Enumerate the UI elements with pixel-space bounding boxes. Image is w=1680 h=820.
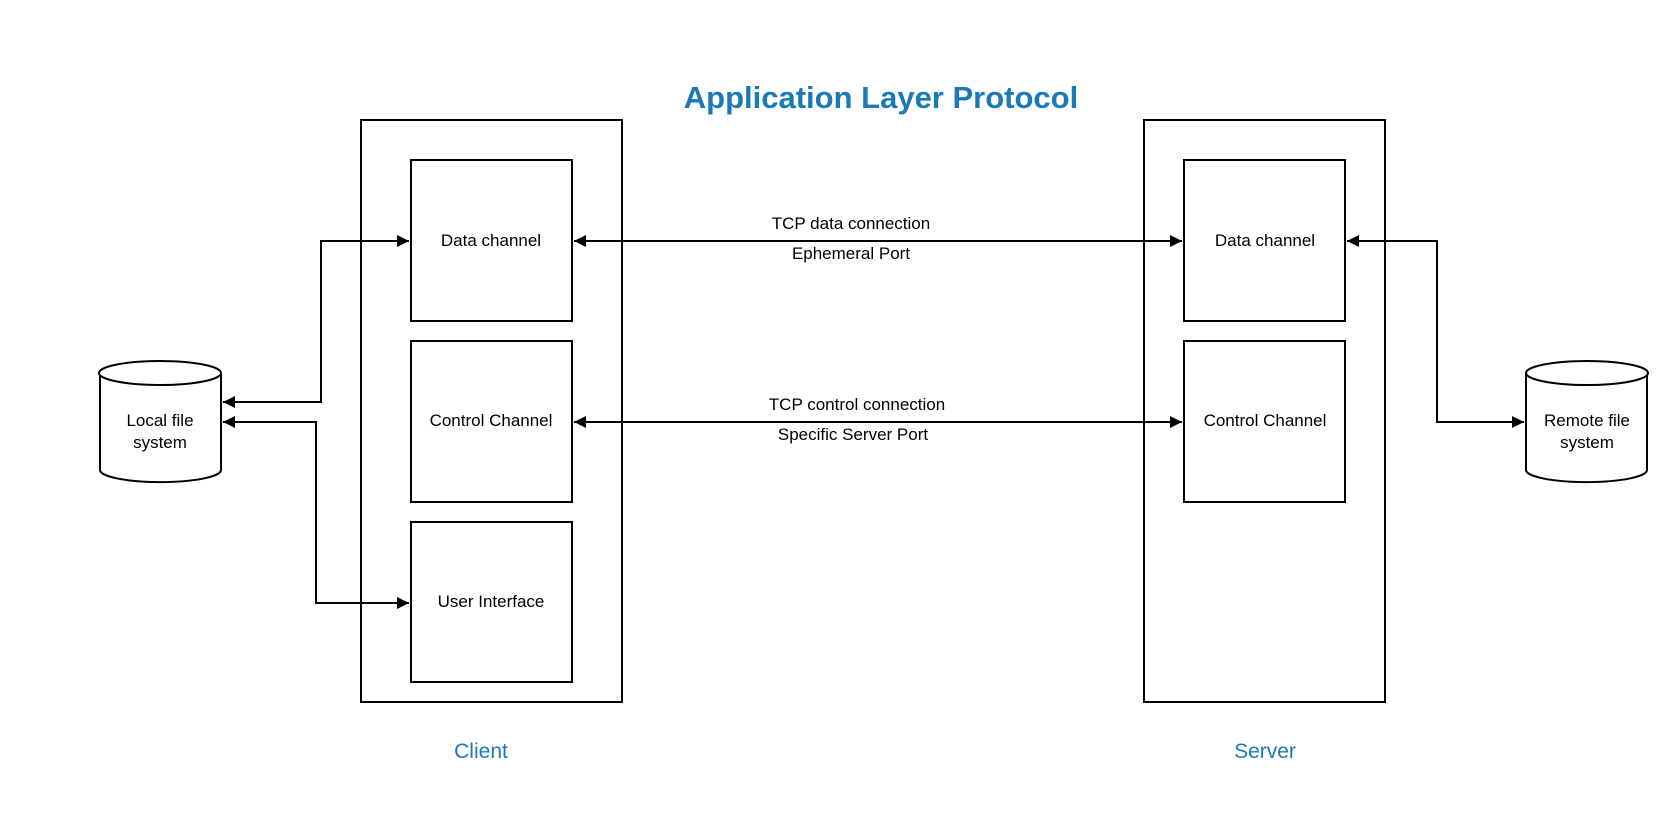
remote-file-system-cylinder: Remote file system <box>1525 360 1649 484</box>
local-file-system-label-line1: Local file <box>126 411 193 430</box>
client-control-channel-label: Control Channel <box>430 411 553 430</box>
server-data-channel-label: Data channel <box>1215 231 1315 250</box>
local-file-system-cylinder: Local file system <box>98 360 222 484</box>
tcp-data-connection-label: TCP data connection <box>772 214 930 233</box>
client-group-label: Client <box>454 740 508 763</box>
server-control-channel-box <box>1183 340 1346 503</box>
remote-file-system-label-line1: Remote file <box>1544 411 1630 430</box>
client-data-channel-label: Data channel <box>441 231 541 250</box>
local-file-system-label-line2: system <box>133 433 187 452</box>
local-fs-to-data-channel-arrow <box>223 235 409 408</box>
server-control-channel-label: Control Channel <box>1204 411 1327 430</box>
local-fs-to-user-interface-arrow <box>223 416 409 609</box>
server-group-label: Server <box>1234 740 1296 763</box>
remote-file-system-label-line2: system <box>1560 433 1614 452</box>
server-data-channel-box <box>1183 159 1346 322</box>
server-data-channel-to-remote-fs-arrow <box>1347 235 1524 428</box>
user-interface-box <box>410 521 573 683</box>
ephemeral-port-label: Ephemeral Port <box>792 244 910 263</box>
user-interface-label: User Interface <box>438 592 545 611</box>
page-title: Application Layer Protocol <box>684 80 1078 115</box>
specific-server-port-label: Specific Server Port <box>778 425 928 444</box>
client-data-channel-box <box>410 159 573 322</box>
tcp-control-connection-label: TCP control connection <box>769 395 945 414</box>
client-control-channel-box <box>410 340 573 503</box>
